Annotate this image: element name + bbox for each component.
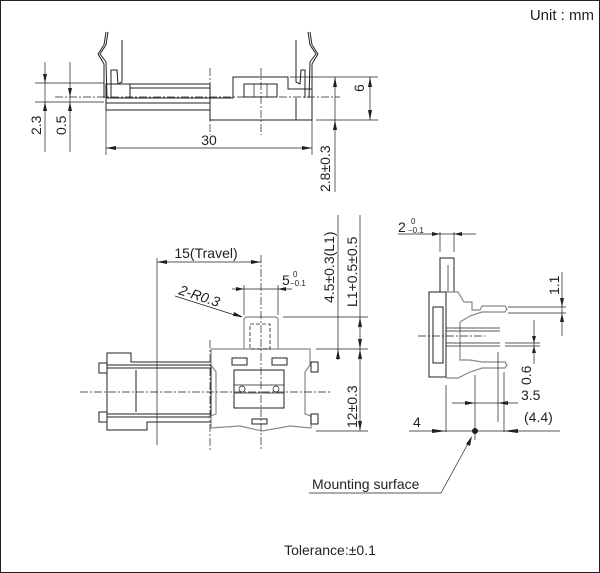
side-view: 2 0 −0.1 1.1 0.6 3.5 4 (4.4) [309,217,566,494]
unit-label: Unit : mm [530,7,594,24]
dim-0-5: 0.5 [53,115,69,135]
dim-1-1: 1.1 [546,275,562,295]
dim-travel: 15(Travel) [174,245,237,261]
dim-30: 30 [201,132,217,148]
dim-body-height: 12±0.3 [344,385,360,428]
dim-knob-thickness: 2 [398,219,406,235]
front-view: 15(Travel) 2-R0.3 5 0 −0.1 4.5±0.3(L1) L… [80,215,368,450]
dim-4: 4 [413,414,421,430]
dim-6: 6 [351,84,367,92]
mounting-surface-label: Mounting surface [312,476,420,492]
dim-knob-thickness-tol-lower: −0.1 [408,226,424,235]
dim-knob-width-tol-upper: 0 [293,270,298,279]
top-view: 2.3 0.5 30 6 2.8±0.3 [28,31,378,192]
dim-4-4: (4.4) [524,409,553,425]
tolerance-note: Tolerance:±0.1 [284,542,376,558]
dim-knob-width: 5 [282,272,290,288]
dim-knob-thickness-tol-upper: 0 [411,217,416,226]
dim-2-8: 2.8±0.3 [317,145,333,192]
dim-0-6: 0.6 [518,365,534,385]
dim-knob-width-tol-lower: −0.1 [290,279,306,288]
dim-knob-height: 4.5±0.3(L1) [321,231,337,303]
dim-2-3: 2.3 [28,115,44,135]
dim-knob-total: L1+0.5±0.5 [344,236,360,307]
dim-3-5: 3.5 [521,387,541,403]
